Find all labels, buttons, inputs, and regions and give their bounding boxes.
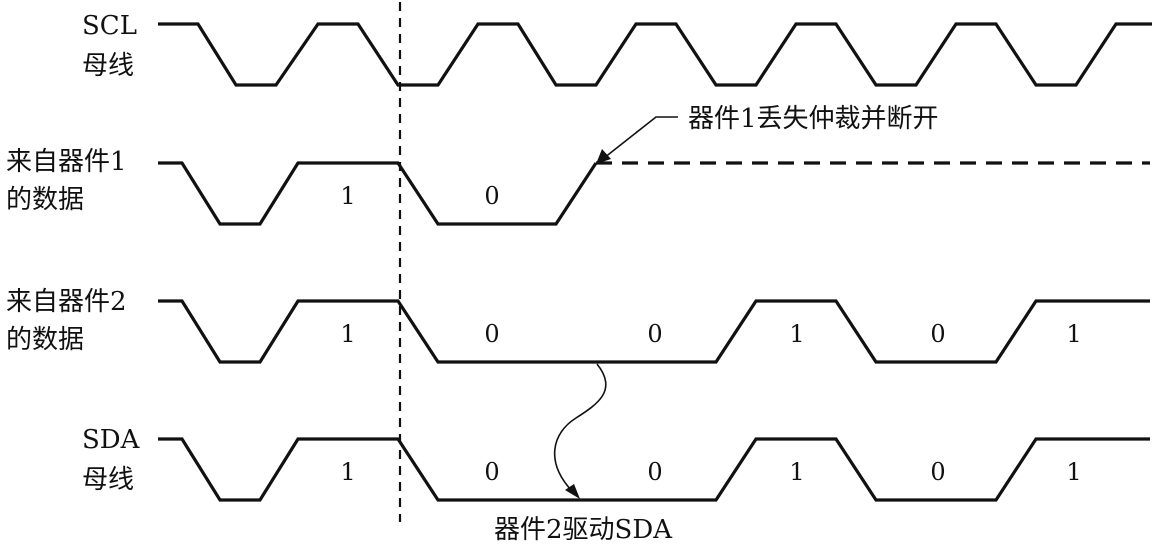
device1-waveform <box>158 161 598 226</box>
lost-arbitration-text: 器件1丢失仲裁并断开 <box>688 104 939 134</box>
scl-label-line1: SCL <box>82 11 137 41</box>
sda-label-line1: SDA <box>82 425 141 455</box>
sda-bit-label: 1 <box>789 458 804 486</box>
sda-bit-label: 1 <box>1066 458 1081 486</box>
device2-bit-label: 0 <box>930 320 945 348</box>
device2-waveform <box>158 299 1150 364</box>
sda-bit-label: 1 <box>340 458 355 486</box>
device2-label-line1: 来自器件2 <box>6 287 127 317</box>
device2-drives-curve <box>554 363 607 492</box>
device2-label-line2: 的数据 <box>6 325 84 355</box>
sda-label-line2: 母线 <box>82 465 134 495</box>
scl-label: SCL 母线 <box>82 11 137 81</box>
device2-drives-callout: 器件2驱动SDA <box>494 363 673 545</box>
device1-label-line2: 的数据 <box>6 185 84 215</box>
lost-arbitration-leader-line <box>603 116 678 159</box>
scl-waveform <box>158 22 1152 87</box>
device2-bit-label: 1 <box>789 320 804 348</box>
device2-drives-text: 器件2驱动SDA <box>494 515 673 545</box>
sda-label: SDA 母线 <box>82 425 141 495</box>
device2-bit-label: 1 <box>1066 320 1081 348</box>
scl-label-line2: 母线 <box>82 51 134 81</box>
sda-bit-label: 0 <box>930 458 945 486</box>
device1-bit-label: 0 <box>484 182 499 210</box>
sda-bit-label: 0 <box>484 458 499 486</box>
device2-bit-label: 0 <box>484 320 499 348</box>
lost-arbitration-arrowhead <box>596 149 611 164</box>
sda-waveform <box>158 437 1150 502</box>
device1-label-line1: 来自器件1 <box>6 147 127 177</box>
lost-arbitration-callout: 器件1丢失仲裁并断开 <box>596 104 939 164</box>
device2-label: 来自器件2 的数据 <box>6 287 127 355</box>
device2-bit-label: 0 <box>647 320 662 348</box>
device1-label: 来自器件1 的数据 <box>6 147 127 215</box>
device2-bit-label: 1 <box>340 320 355 348</box>
sda-bit-label: 0 <box>647 458 662 486</box>
device2-drives-arrowhead <box>565 484 580 499</box>
device1-bit-label: 1 <box>340 182 355 210</box>
